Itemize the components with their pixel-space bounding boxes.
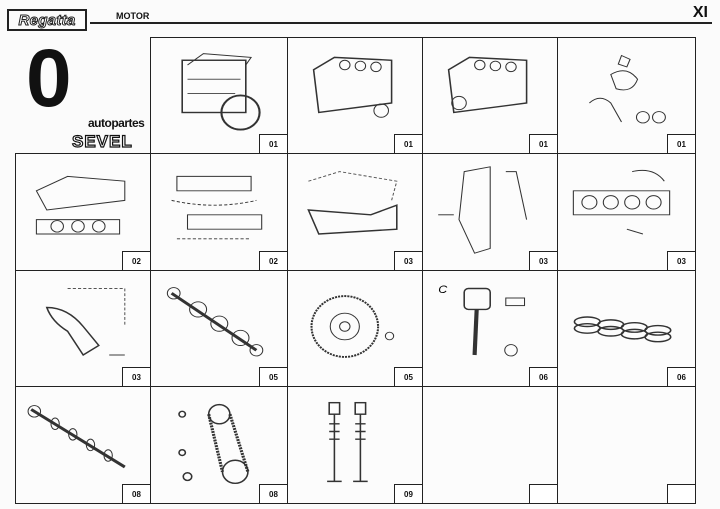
part-cell-camshaft[interactable]: 08 <box>15 386 151 504</box>
part-illustration-timing-cover <box>438 166 528 254</box>
part-illustration-oil-pan <box>307 171 398 235</box>
part-cell-engine-block[interactable]: 01 <box>422 37 558 154</box>
part-code-label: 02 <box>122 251 150 270</box>
part-illustration-engine-block <box>447 56 528 114</box>
part-illustration-exhaust-manifold <box>45 288 126 357</box>
section-title: MOTOR <box>116 11 150 21</box>
part-code-label: 05 <box>394 367 422 386</box>
part-code-label: 05 <box>259 367 287 386</box>
part-illustration-camshaft <box>27 405 126 469</box>
part-cell-exhaust-manifold[interactable]: 03 <box>15 270 151 387</box>
part-code-label: 08 <box>259 484 287 503</box>
part-code-label: 03 <box>529 251 557 270</box>
part-illustration-timing-belt <box>178 403 250 485</box>
part-cell-block-covers[interactable]: 01 <box>557 37 696 154</box>
part-illustration-piston-con-rod: C <box>438 283 526 357</box>
part-cell-flywheel[interactable]: 05 <box>287 270 423 387</box>
part-cell-oil-pan[interactable]: 03 <box>287 153 423 271</box>
part-cell-head-gasket-set[interactable]: 02 <box>15 153 151 271</box>
part-cell-piston-rings[interactable]: 06 <box>557 270 696 387</box>
part-cell-crankshaft[interactable]: 05 <box>150 270 288 387</box>
part-illustration-manifold-gaskets <box>572 169 671 235</box>
part-cell-manifold-gaskets[interactable]: 03 <box>557 153 696 271</box>
part-illustration-gasket-kit <box>171 175 263 240</box>
part-illustration-engine-assembly <box>181 53 261 131</box>
part-code-label: 01 <box>259 134 287 153</box>
group-number: 0 <box>26 33 72 124</box>
svg-text:C: C <box>438 283 447 296</box>
part-code-label: 03 <box>394 251 422 270</box>
sevel-logo: SEVEL <box>71 131 133 151</box>
part-code-label: 02 <box>259 251 287 270</box>
part-cell-gasket-kit[interactable]: 02 <box>150 153 288 271</box>
part-code-label: 03 <box>667 251 695 270</box>
part-code-label: 09 <box>394 484 422 503</box>
part-cell-timing-belt[interactable]: 08 <box>150 386 288 504</box>
header-divider <box>90 22 712 24</box>
autopartes-logo: autopartes <box>88 116 145 130</box>
part-cell-valves[interactable]: 09 <box>287 386 423 504</box>
brand-logo: Regatta <box>7 9 87 31</box>
part-cell-short-block[interactable]: 01 <box>287 37 423 154</box>
part-illustration-head-gasket-set <box>35 175 126 235</box>
part-cell-timing-cover[interactable]: 03 <box>422 153 558 271</box>
part-code-label: 01 <box>394 134 422 153</box>
part-illustration-flywheel <box>310 295 395 358</box>
part-code-label <box>529 484 557 503</box>
part-code-label: 08 <box>122 484 150 503</box>
part-illustration-crankshaft <box>166 287 264 357</box>
brand-label: Regatta <box>18 11 76 29</box>
part-illustration-valves <box>327 401 368 483</box>
part-cell-empty-1[interactable] <box>422 386 558 504</box>
part-code-label: 03 <box>122 367 150 386</box>
part-illustration-short-block <box>312 56 393 118</box>
part-cell-piston-con-rod[interactable]: C 06 <box>422 270 558 387</box>
part-code-label: 01 <box>529 134 557 153</box>
part-illustration-block-covers <box>589 54 666 124</box>
part-code-label: 01 <box>667 134 695 153</box>
part-code-label: 06 <box>667 367 695 386</box>
part-illustration-piston-rings <box>573 316 672 343</box>
part-cell-engine-assembly[interactable]: 01 <box>150 37 288 154</box>
part-code-label: 06 <box>529 367 557 386</box>
part-cell-empty-2[interactable] <box>557 386 696 504</box>
page-number: XI <box>692 4 708 21</box>
part-code-label <box>667 484 695 503</box>
